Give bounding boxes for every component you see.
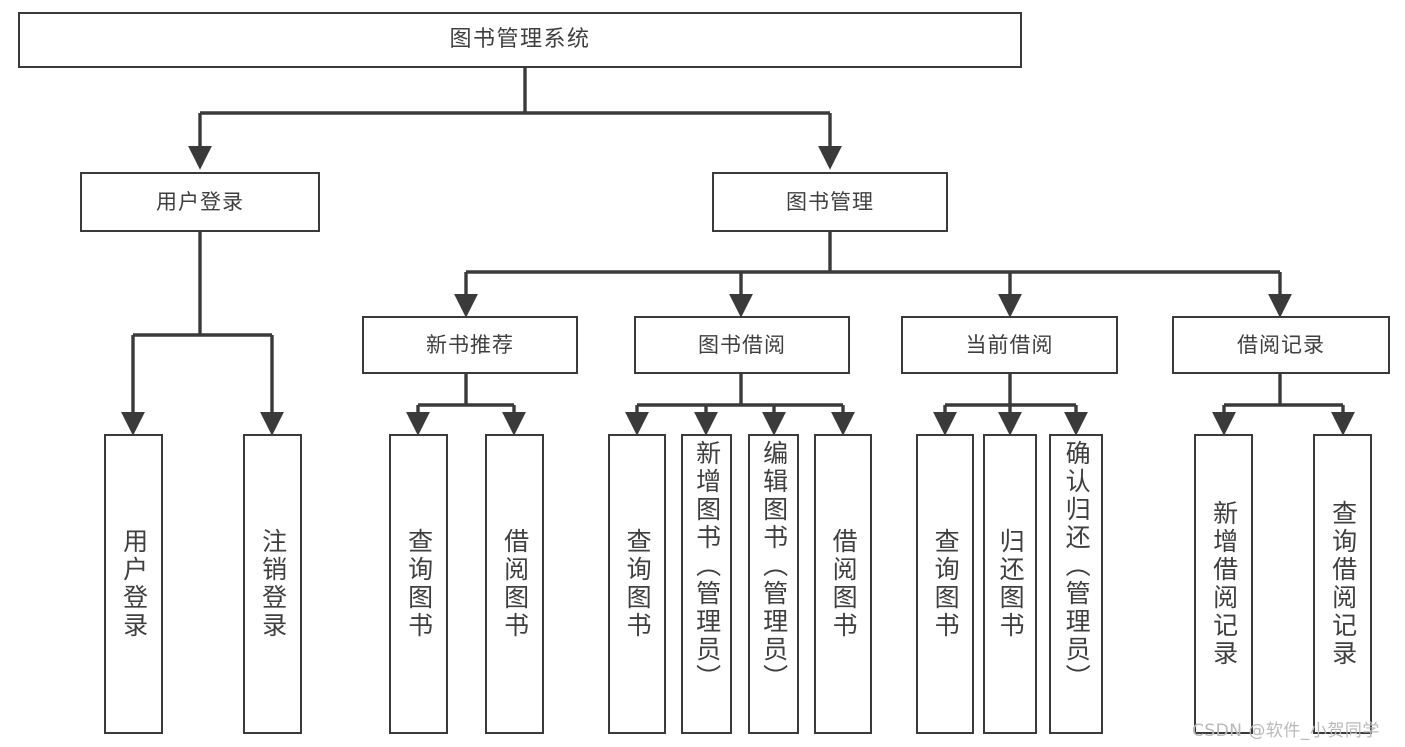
leaf-record-add[interactable]: 新增借阅记录 <box>1194 434 1253 734</box>
node-label: 新书推荐 <box>426 332 514 357</box>
node-label: 新增借阅记录 <box>1209 500 1239 668</box>
node-label: 用户登录 <box>119 528 149 640</box>
node-label: 查询图书 <box>623 528 653 640</box>
node-label: 图书借阅 <box>698 332 786 357</box>
node-label: 当前借阅 <box>965 332 1054 357</box>
leaf-user-login-login[interactable]: 用户登录 <box>104 434 163 734</box>
leaf-current-borrow-query[interactable]: 查询图书 <box>916 434 974 734</box>
node-root-system[interactable]: 图书管理系统 <box>18 12 1022 68</box>
node-label: 注销登录 <box>258 528 288 640</box>
node-label: 新增图书（管理员） <box>692 440 722 692</box>
node-label: 借阅记录 <box>1237 332 1325 357</box>
node-label: 归还图书 <box>996 528 1026 640</box>
node-label: 借阅图书 <box>829 528 859 640</box>
leaf-current-borrow-confirm-return[interactable]: 确认归还（管理员） <box>1049 434 1103 734</box>
watermark-text: CSDN @软件_小贺同学 <box>1192 721 1380 741</box>
leaf-user-login-logout[interactable]: 注销登录 <box>243 434 302 734</box>
node-label: 查询图书 <box>931 528 961 640</box>
leaf-book-borrow-add[interactable]: 新增图书（管理员） <box>681 434 732 734</box>
node-book-management[interactable]: 图书管理 <box>712 172 948 232</box>
leaf-record-query[interactable]: 查询借阅记录 <box>1313 434 1372 734</box>
node-label: 借阅图书 <box>500 528 530 640</box>
leaf-new-book-query[interactable]: 查询图书 <box>389 434 448 734</box>
node-user-login[interactable]: 用户登录 <box>80 172 320 232</box>
node-current-borrow[interactable]: 当前借阅 <box>901 316 1118 374</box>
node-label: 确认归还（管理员） <box>1062 440 1092 692</box>
node-label: 查询借阅记录 <box>1328 500 1358 668</box>
node-borrow-record[interactable]: 借阅记录 <box>1172 316 1390 374</box>
node-new-book-recommend[interactable]: 新书推荐 <box>362 316 578 374</box>
node-label: 图书管理 <box>786 189 874 214</box>
leaf-book-borrow-edit[interactable]: 编辑图书（管理员） <box>748 434 799 734</box>
node-book-borrow[interactable]: 图书借阅 <box>634 316 850 374</box>
node-label: 编辑图书（管理员） <box>759 440 789 692</box>
leaf-current-borrow-return[interactable]: 归还图书 <box>983 434 1037 734</box>
leaf-new-book-borrow[interactable]: 借阅图书 <box>485 434 544 734</box>
node-label: 用户登录 <box>156 189 244 214</box>
node-label: 图书管理系统 <box>449 27 591 53</box>
leaf-book-borrow-query[interactable]: 查询图书 <box>608 434 666 734</box>
node-label: 查询图书 <box>404 528 434 640</box>
leaf-book-borrow-borrow[interactable]: 借阅图书 <box>814 434 872 734</box>
